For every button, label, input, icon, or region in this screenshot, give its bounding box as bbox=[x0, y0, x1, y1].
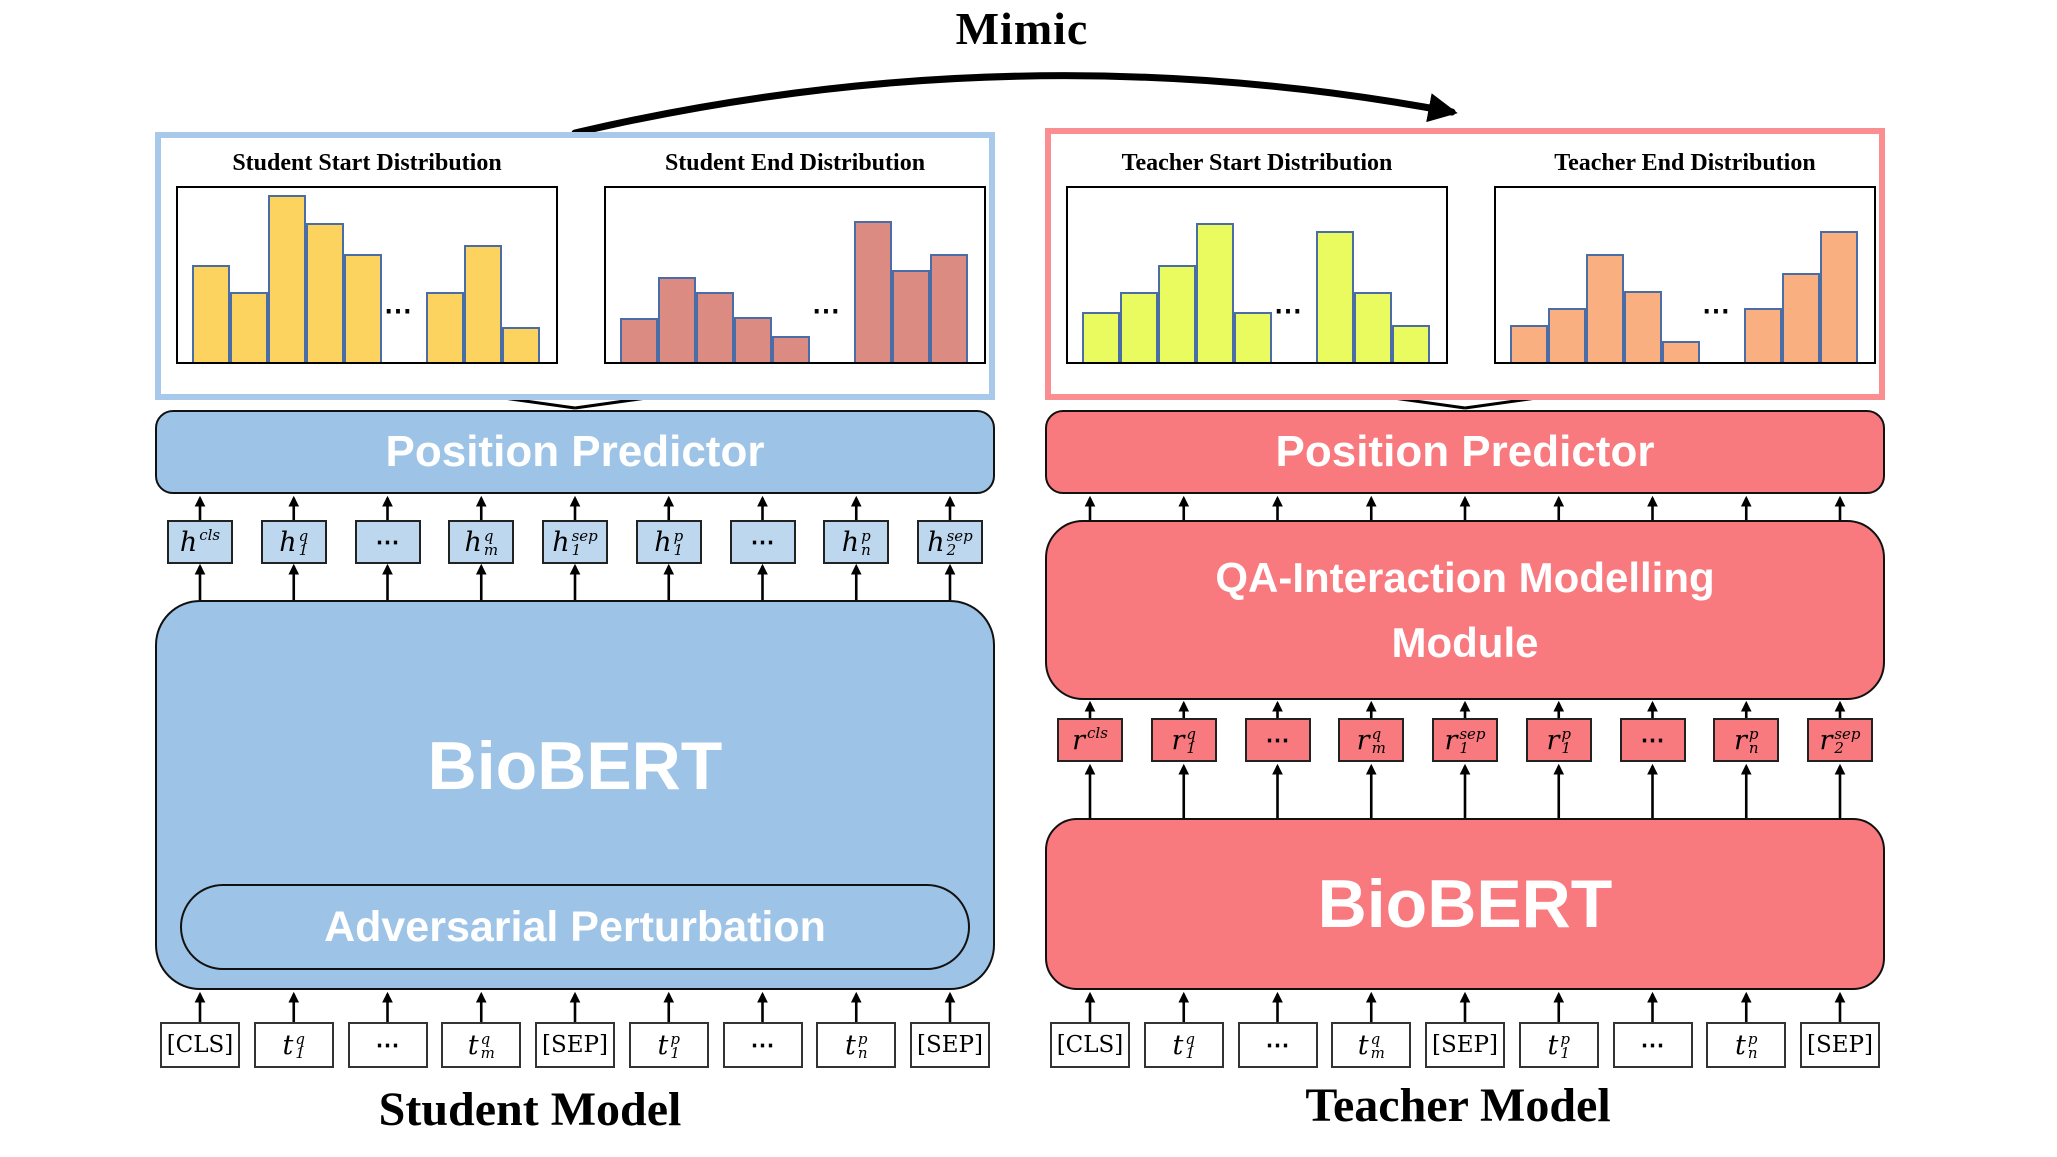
histogram-bar bbox=[1586, 254, 1624, 362]
histogram-bar bbox=[306, 223, 344, 362]
special-token: [SEP] bbox=[910, 1022, 990, 1068]
histogram-ellipsis: ⋯ bbox=[812, 296, 840, 327]
histogram-bar bbox=[464, 245, 502, 362]
teacher-start-histogram: ⋯ bbox=[1066, 186, 1448, 364]
histogram-bar bbox=[1196, 223, 1234, 362]
student-model-label: Student Model bbox=[378, 1083, 682, 1136]
histogram-bar bbox=[1624, 291, 1662, 362]
student-start-histogram: ⋯ bbox=[176, 186, 558, 364]
histogram-bar bbox=[268, 195, 306, 362]
mimic-arrow bbox=[571, 72, 1458, 137]
histogram-bar bbox=[192, 265, 230, 362]
histogram-bar bbox=[658, 277, 696, 362]
histogram-bar bbox=[344, 254, 382, 362]
histogram-bar bbox=[1120, 292, 1158, 362]
histogram-ellipsis: ⋯ bbox=[1702, 296, 1730, 327]
histogram-bar bbox=[1782, 273, 1820, 362]
histogram-bar bbox=[1744, 308, 1782, 362]
student-end-distribution-title: Student End Distribution bbox=[664, 150, 926, 176]
teacher-end-distribution-title: Teacher End Distribution bbox=[1554, 150, 1816, 176]
histogram-bar bbox=[1158, 265, 1196, 362]
special-token: [SEP] bbox=[1425, 1022, 1505, 1068]
histogram-bar bbox=[930, 254, 968, 362]
teacher-end-histogram: ⋯ bbox=[1494, 186, 1876, 364]
histogram-bar bbox=[892, 270, 930, 362]
qa-module-line1: QA-Interaction Modelling bbox=[1215, 553, 1715, 601]
teacher-position-predictor: Position Predictor bbox=[1045, 410, 1885, 494]
histogram-bar bbox=[854, 221, 892, 362]
histogram-bar bbox=[1392, 325, 1430, 362]
histogram-bar bbox=[1510, 325, 1548, 362]
histogram-bar bbox=[1354, 292, 1392, 362]
histogram-bar bbox=[1316, 231, 1354, 362]
ellipsis-token: ⋯ bbox=[722, 1022, 803, 1068]
mimic-title: Mimic bbox=[955, 3, 1089, 54]
histogram-bar bbox=[230, 292, 268, 362]
ellipsis-token: ⋯ bbox=[347, 1022, 428, 1068]
histogram-bar bbox=[772, 336, 810, 362]
histogram-bar bbox=[502, 327, 540, 362]
student-position-predictor: Position Predictor bbox=[155, 410, 995, 494]
histogram-ellipsis: ⋯ bbox=[1274, 296, 1302, 327]
teacher-qa-interaction-module: QA-Interaction Modelling Module bbox=[1045, 520, 1885, 700]
ellipsis-token: ⋯ bbox=[354, 520, 421, 564]
special-token: [SEP] bbox=[1800, 1022, 1880, 1068]
student-adversarial-perturbation: Adversarial Perturbation bbox=[180, 884, 970, 970]
student-start-distribution-title: Student Start Distribution bbox=[232, 150, 502, 176]
histogram-bar bbox=[620, 318, 658, 362]
ellipsis-token: ⋯ bbox=[1237, 1022, 1318, 1068]
histogram-bar bbox=[696, 292, 734, 362]
histogram-bar bbox=[1548, 308, 1586, 362]
ellipsis-token: ⋯ bbox=[1244, 718, 1311, 762]
ellipsis-token: ⋯ bbox=[1612, 1022, 1693, 1068]
histogram-bar bbox=[1234, 312, 1272, 362]
student-end-histogram: ⋯ bbox=[604, 186, 986, 364]
ellipsis-token: ⋯ bbox=[1619, 718, 1686, 762]
special-token: [SEP] bbox=[535, 1022, 615, 1068]
ellipsis-token: ⋯ bbox=[729, 520, 796, 564]
histogram-bar bbox=[734, 317, 772, 362]
qa-module-line2: Module bbox=[1391, 619, 1539, 666]
histogram-bar bbox=[1082, 312, 1120, 362]
histogram-bar bbox=[1820, 231, 1858, 362]
histogram-ellipsis: ⋯ bbox=[384, 296, 412, 327]
teacher-biobert: BioBERT bbox=[1045, 818, 1885, 990]
student-distribution-frame: Student Start Distribution Student End D… bbox=[155, 132, 995, 400]
student-biobert-label: BioBERT bbox=[427, 728, 723, 804]
teacher-start-distribution-title: Teacher Start Distribution bbox=[1121, 150, 1393, 176]
histogram-bar bbox=[426, 292, 464, 362]
special-token: [CLS] bbox=[1050, 1022, 1130, 1068]
teacher-distribution-frame: Teacher Start Distribution Teacher End D… bbox=[1045, 128, 1885, 400]
histogram-bar bbox=[1662, 341, 1700, 362]
teacher-model-label: Teacher Model bbox=[1305, 1079, 1611, 1132]
special-token: [CLS] bbox=[160, 1022, 240, 1068]
